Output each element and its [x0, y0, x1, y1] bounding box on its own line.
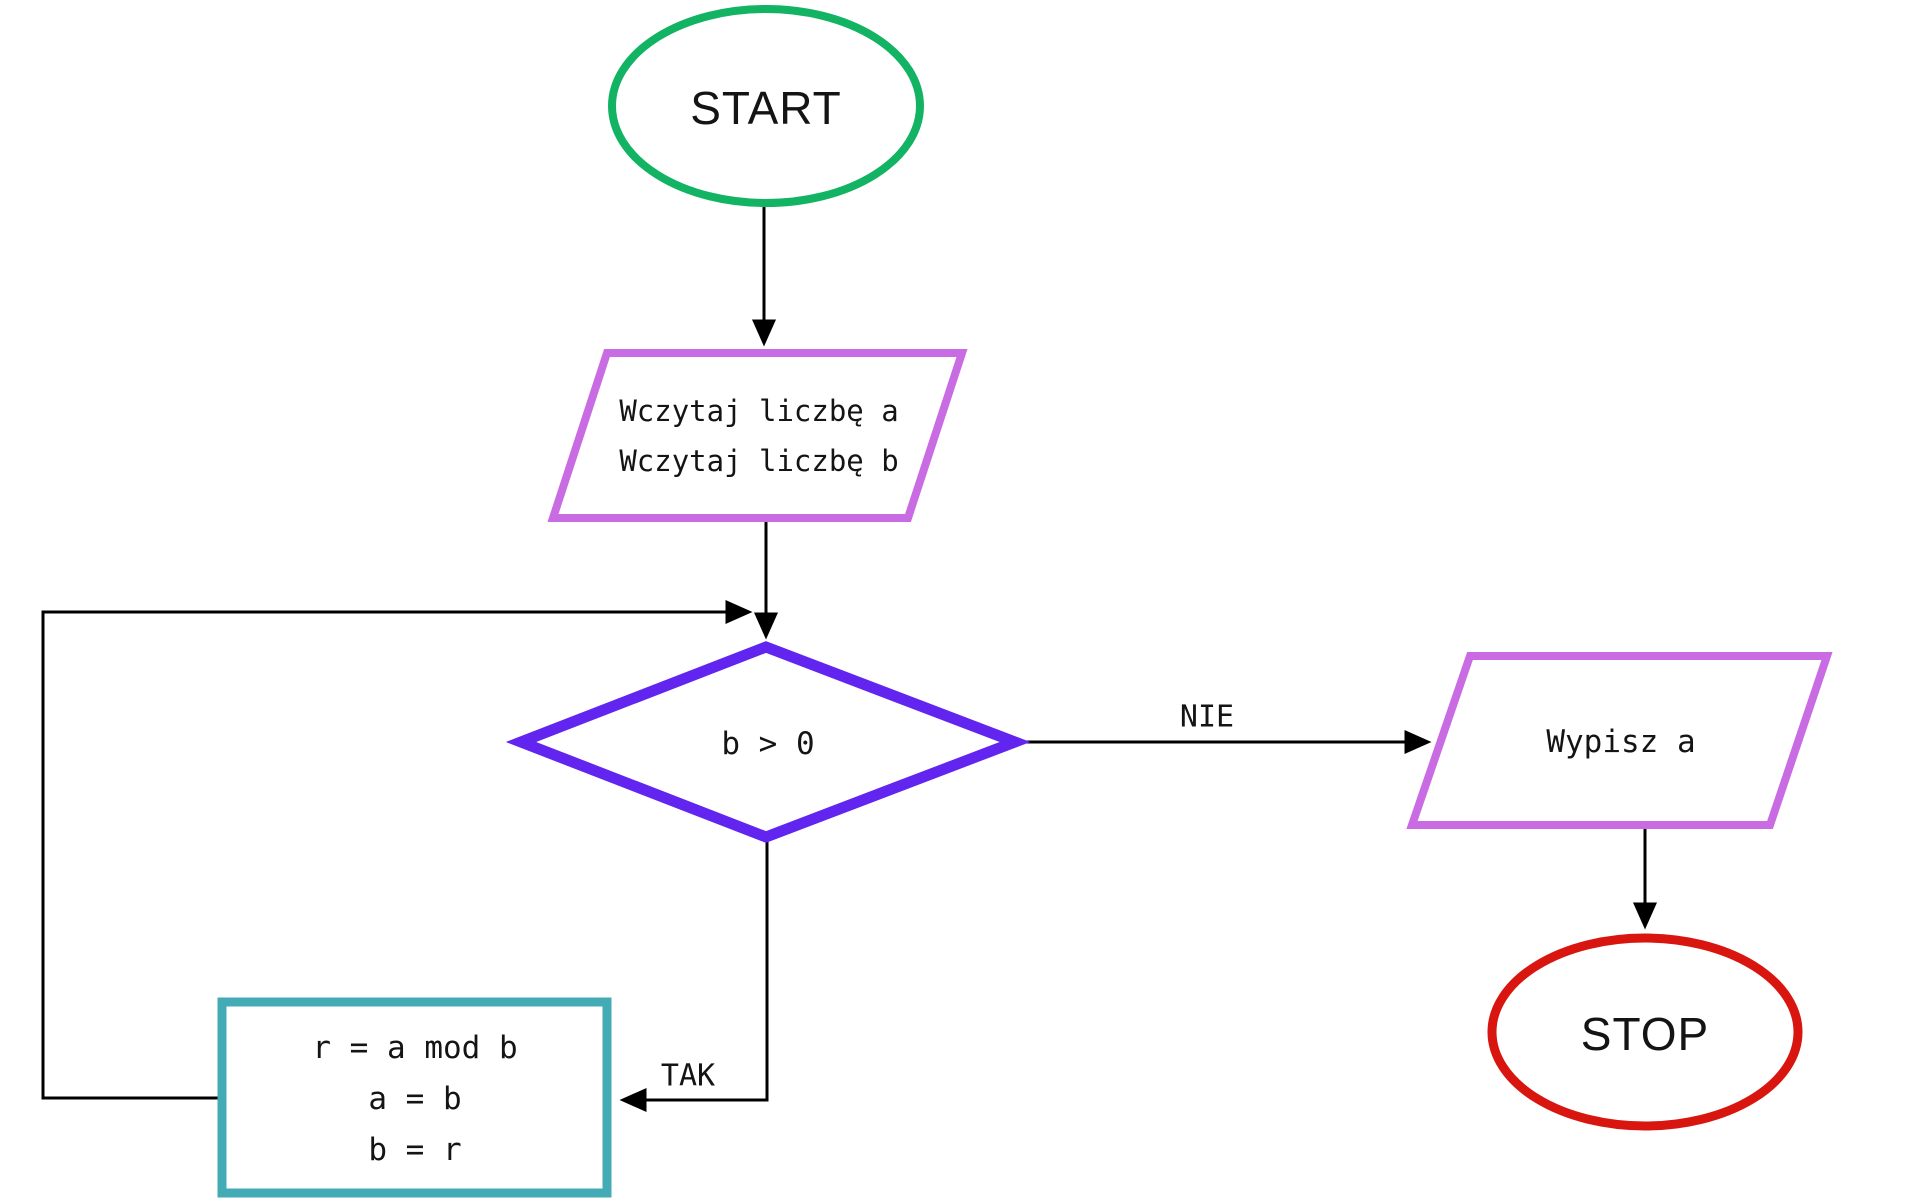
start-node [608, 5, 924, 207]
process-node [217, 997, 612, 1198]
stop-label: STOP [1581, 1008, 1709, 1060]
edge-label-no: NIE [1180, 700, 1234, 735]
decision-label: b > 0 [721, 726, 814, 762]
connectors [41, 206, 1657, 1112]
decision-node [505, 641, 1031, 843]
process-line1: r = a mod b [312, 1030, 517, 1066]
read-input-node [547, 349, 968, 522]
output-node [1406, 652, 1833, 829]
edge-label-yes: TAK [661, 1059, 715, 1094]
read-input-line1: Wczytaj liczbę a [619, 394, 898, 428]
output-label: Wypisz a [1546, 724, 1695, 760]
read-input-line2: Wczytaj liczbę b [619, 444, 898, 478]
edge-decision-yes [619, 839, 769, 1112]
start-label: START [690, 82, 842, 134]
stop-node [1487, 933, 1803, 1131]
process-line3: b = r [368, 1132, 461, 1168]
edge-loop-back [41, 600, 753, 1100]
process-line2: a = b [368, 1081, 461, 1117]
